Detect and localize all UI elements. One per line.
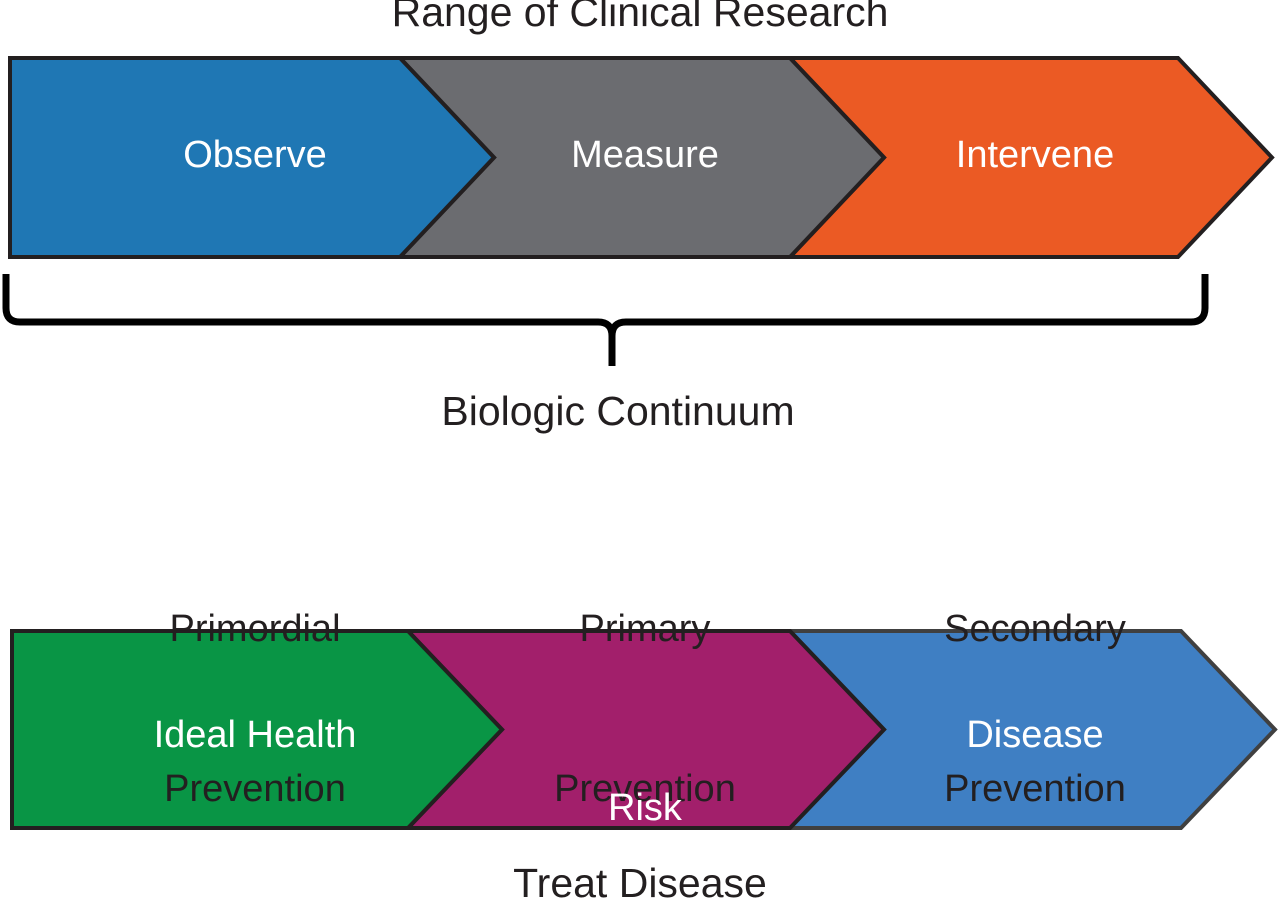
research-band-group [8,56,1275,259]
health-band-group [10,629,1278,830]
prevention-label-primary-line2: Prevention [554,767,736,810]
chevron-label-intervene: Intervene [955,134,1115,176]
brace-label-biologic-continuum: Biologic Continuum [441,388,795,434]
chevron-label-risk-factors-line1: Risk [608,787,682,830]
chevron-label-disease: Disease [966,714,1104,756]
prevention-label-primary: Primary Prevention [490,497,800,901]
prevention-label-primordial-line1: Primordial [169,608,341,651]
chevron-label-ideal-health: Ideal Health [153,714,357,756]
prevention-label-secondary-line2: Prevention [944,767,1126,810]
page-title: Range of Clinical Research [391,0,889,35]
prevention-label-primary-line1: Primary [579,608,711,651]
chevron-observe[interactable] [8,56,497,259]
prevention-label-secondary-line1: Secondary [944,608,1126,651]
chevron-label-observe: Observe [183,134,327,176]
prevention-label-secondary: Secondary Prevention [880,497,1190,901]
chevron-ideal-health[interactable] [10,629,505,830]
chevron-label-risk-factors: Risk Factors [490,676,800,901]
caption-treat-disease: Treat Disease [513,860,767,901]
prevention-label-primordial: Primordial Prevention [100,497,410,901]
biologic-continuum-brace [2,274,1209,366]
chevron-label-measure: Measure [571,134,719,176]
prevention-label-primordial-line2: Prevention [164,767,346,810]
